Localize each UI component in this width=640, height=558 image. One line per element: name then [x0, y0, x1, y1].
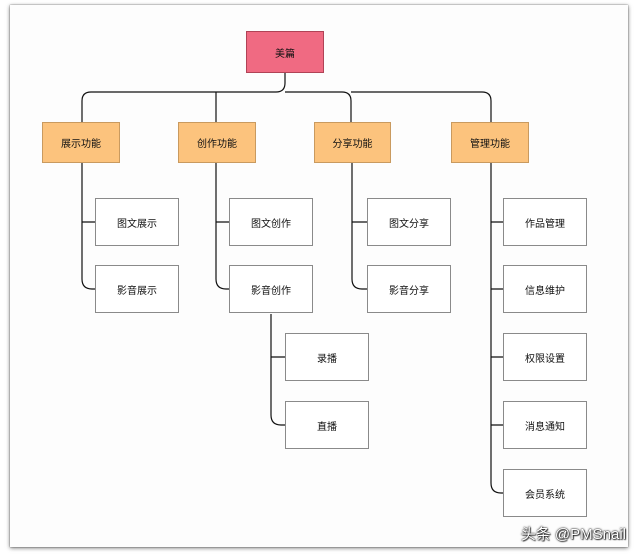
watermark-text: 头条 @PMSnail: [520, 526, 626, 543]
node-root: 美篇: [246, 31, 324, 73]
node-category-share: 分享功能: [314, 122, 391, 163]
node-category-display: 展示功能: [42, 122, 120, 163]
node-leaf-media-display: 影音展示: [95, 265, 179, 313]
connector-create-branch: [215, 163, 229, 290]
node-leaf-image-text-create: 图文创作: [229, 198, 313, 246]
connector-display-branch: [81, 163, 95, 290]
node-leaf-permission-settings: 权限设置: [503, 333, 587, 381]
node-leaf-image-text-display: 图文展示: [95, 198, 179, 246]
connector-share-branch: [351, 163, 367, 290]
node-leaf-image-text-share: 图文分享: [367, 198, 451, 246]
node-leaf-message-notification: 消息通知: [503, 401, 587, 449]
node-leaf-info-maintenance: 信息维护: [503, 265, 587, 313]
connector-root-bus: [81, 73, 492, 122]
connector-media-create-branch: [270, 314, 285, 426]
node-category-manage: 管理功能: [451, 122, 529, 163]
node-leaf-works-management: 作品管理: [503, 198, 587, 246]
node-leaf-membership-system: 会员系统: [503, 469, 587, 517]
node-leaf-recorded: 录播: [285, 333, 369, 381]
node-leaf-live: 直播: [285, 401, 369, 449]
connector-manage-branch: [490, 163, 503, 494]
node-leaf-media-create: 影音创作: [229, 265, 313, 313]
node-leaf-media-share: 影音分享: [367, 265, 451, 313]
node-category-create: 创作功能: [178, 122, 256, 163]
